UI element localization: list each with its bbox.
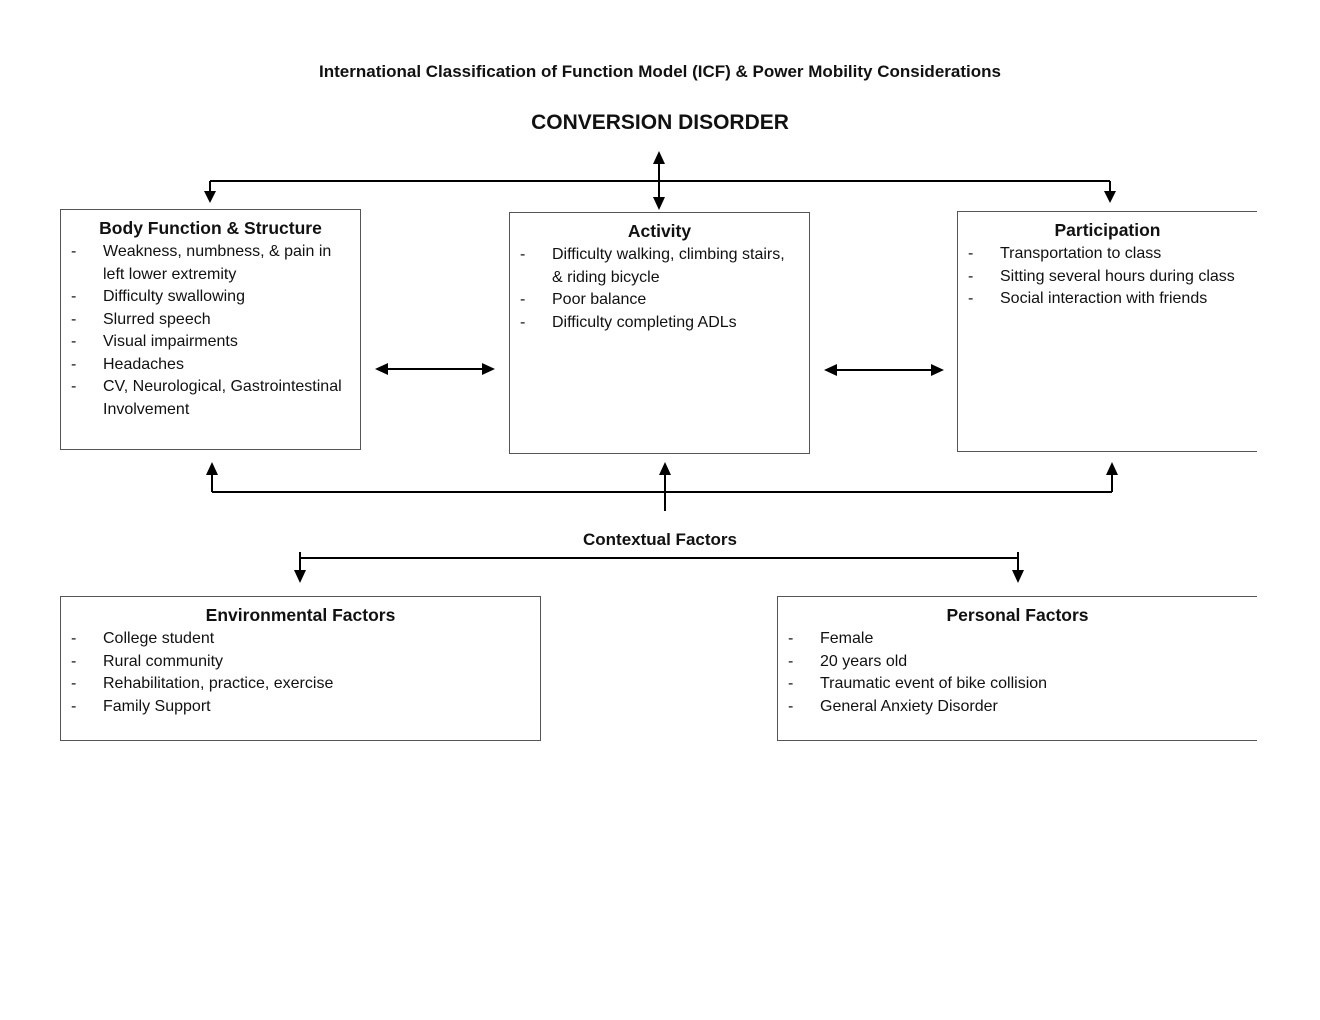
list-item: General Anxiety Disorder — [788, 696, 1247, 719]
arrowhead-right — [482, 363, 495, 375]
box-title: Participation — [1054, 220, 1161, 240]
list-item: Difficulty walking, climbing stairs, & r… — [520, 244, 799, 289]
list-item: Difficulty completing ADLs — [520, 312, 799, 335]
list-item: Transportation to class — [968, 243, 1247, 266]
arrowhead-up — [206, 462, 218, 475]
arrowhead-up — [653, 151, 665, 164]
list-item: Female — [788, 628, 1247, 651]
arrowhead-down — [1012, 570, 1024, 583]
list-item: Difficulty swallowing — [71, 286, 350, 309]
list-item: Traumatic event of bike collision — [788, 673, 1247, 696]
arrowhead-down — [1104, 191, 1116, 203]
document-title: International Classification of Function… — [319, 62, 1001, 81]
personal-factors-box: Personal Factors Female20 years oldTraum… — [777, 596, 1257, 741]
arrowhead-up — [659, 462, 671, 475]
box-title: Body Function & Structure — [99, 218, 322, 238]
item-list: Difficulty walking, climbing stairs, & r… — [520, 244, 799, 334]
box-title: Environmental Factors — [205, 605, 396, 625]
list-item: Visual impairments — [71, 331, 350, 354]
body-function-structure-box: Body Function & Structure Weakness, numb… — [60, 209, 361, 450]
list-item: Rehabilitation, practice, exercise — [71, 673, 530, 696]
item-list: Transportation to classSitting several h… — [968, 243, 1247, 311]
item-list: College studentRural communityRehabilita… — [71, 628, 530, 718]
arrowhead-right — [931, 364, 944, 376]
list-item: Sitting several hours during class — [968, 266, 1247, 289]
activity-box: Activity Difficulty walking, climbing st… — [509, 212, 810, 454]
contextual-factors-label: Contextual Factors — [583, 530, 737, 549]
item-list: Female20 years oldTraumatic event of bik… — [788, 628, 1247, 718]
list-item: Headaches — [71, 354, 350, 377]
arrowhead-down — [294, 570, 306, 583]
list-item: College student — [71, 628, 530, 651]
list-item: Family Support — [71, 696, 530, 719]
arrowhead-left — [824, 364, 837, 376]
box-title: Personal Factors — [946, 605, 1089, 625]
condition-title: CONVERSION DISORDER — [531, 111, 789, 134]
arrowhead-left — [375, 363, 388, 375]
box-title: Activity — [627, 221, 692, 241]
list-item: Rural community — [71, 651, 530, 674]
participation-box: Participation Transportation to classSit… — [957, 211, 1257, 452]
item-list: Weakness, numbness, & pain in left lower… — [71, 241, 350, 421]
list-item: Poor balance — [520, 289, 799, 312]
environmental-factors-box: Environmental Factors College studentRur… — [60, 596, 541, 741]
list-item: 20 years old — [788, 651, 1247, 674]
list-item: CV, Neurological, Gastrointestinal Invol… — [71, 376, 350, 421]
list-item: Slurred speech — [71, 309, 350, 332]
list-item: Social interaction with friends — [968, 288, 1247, 311]
list-item: Weakness, numbness, & pain in left lower… — [71, 241, 350, 286]
arrowhead-up — [1106, 462, 1118, 475]
arrowhead-down — [653, 197, 665, 210]
arrowhead-down — [204, 191, 216, 203]
